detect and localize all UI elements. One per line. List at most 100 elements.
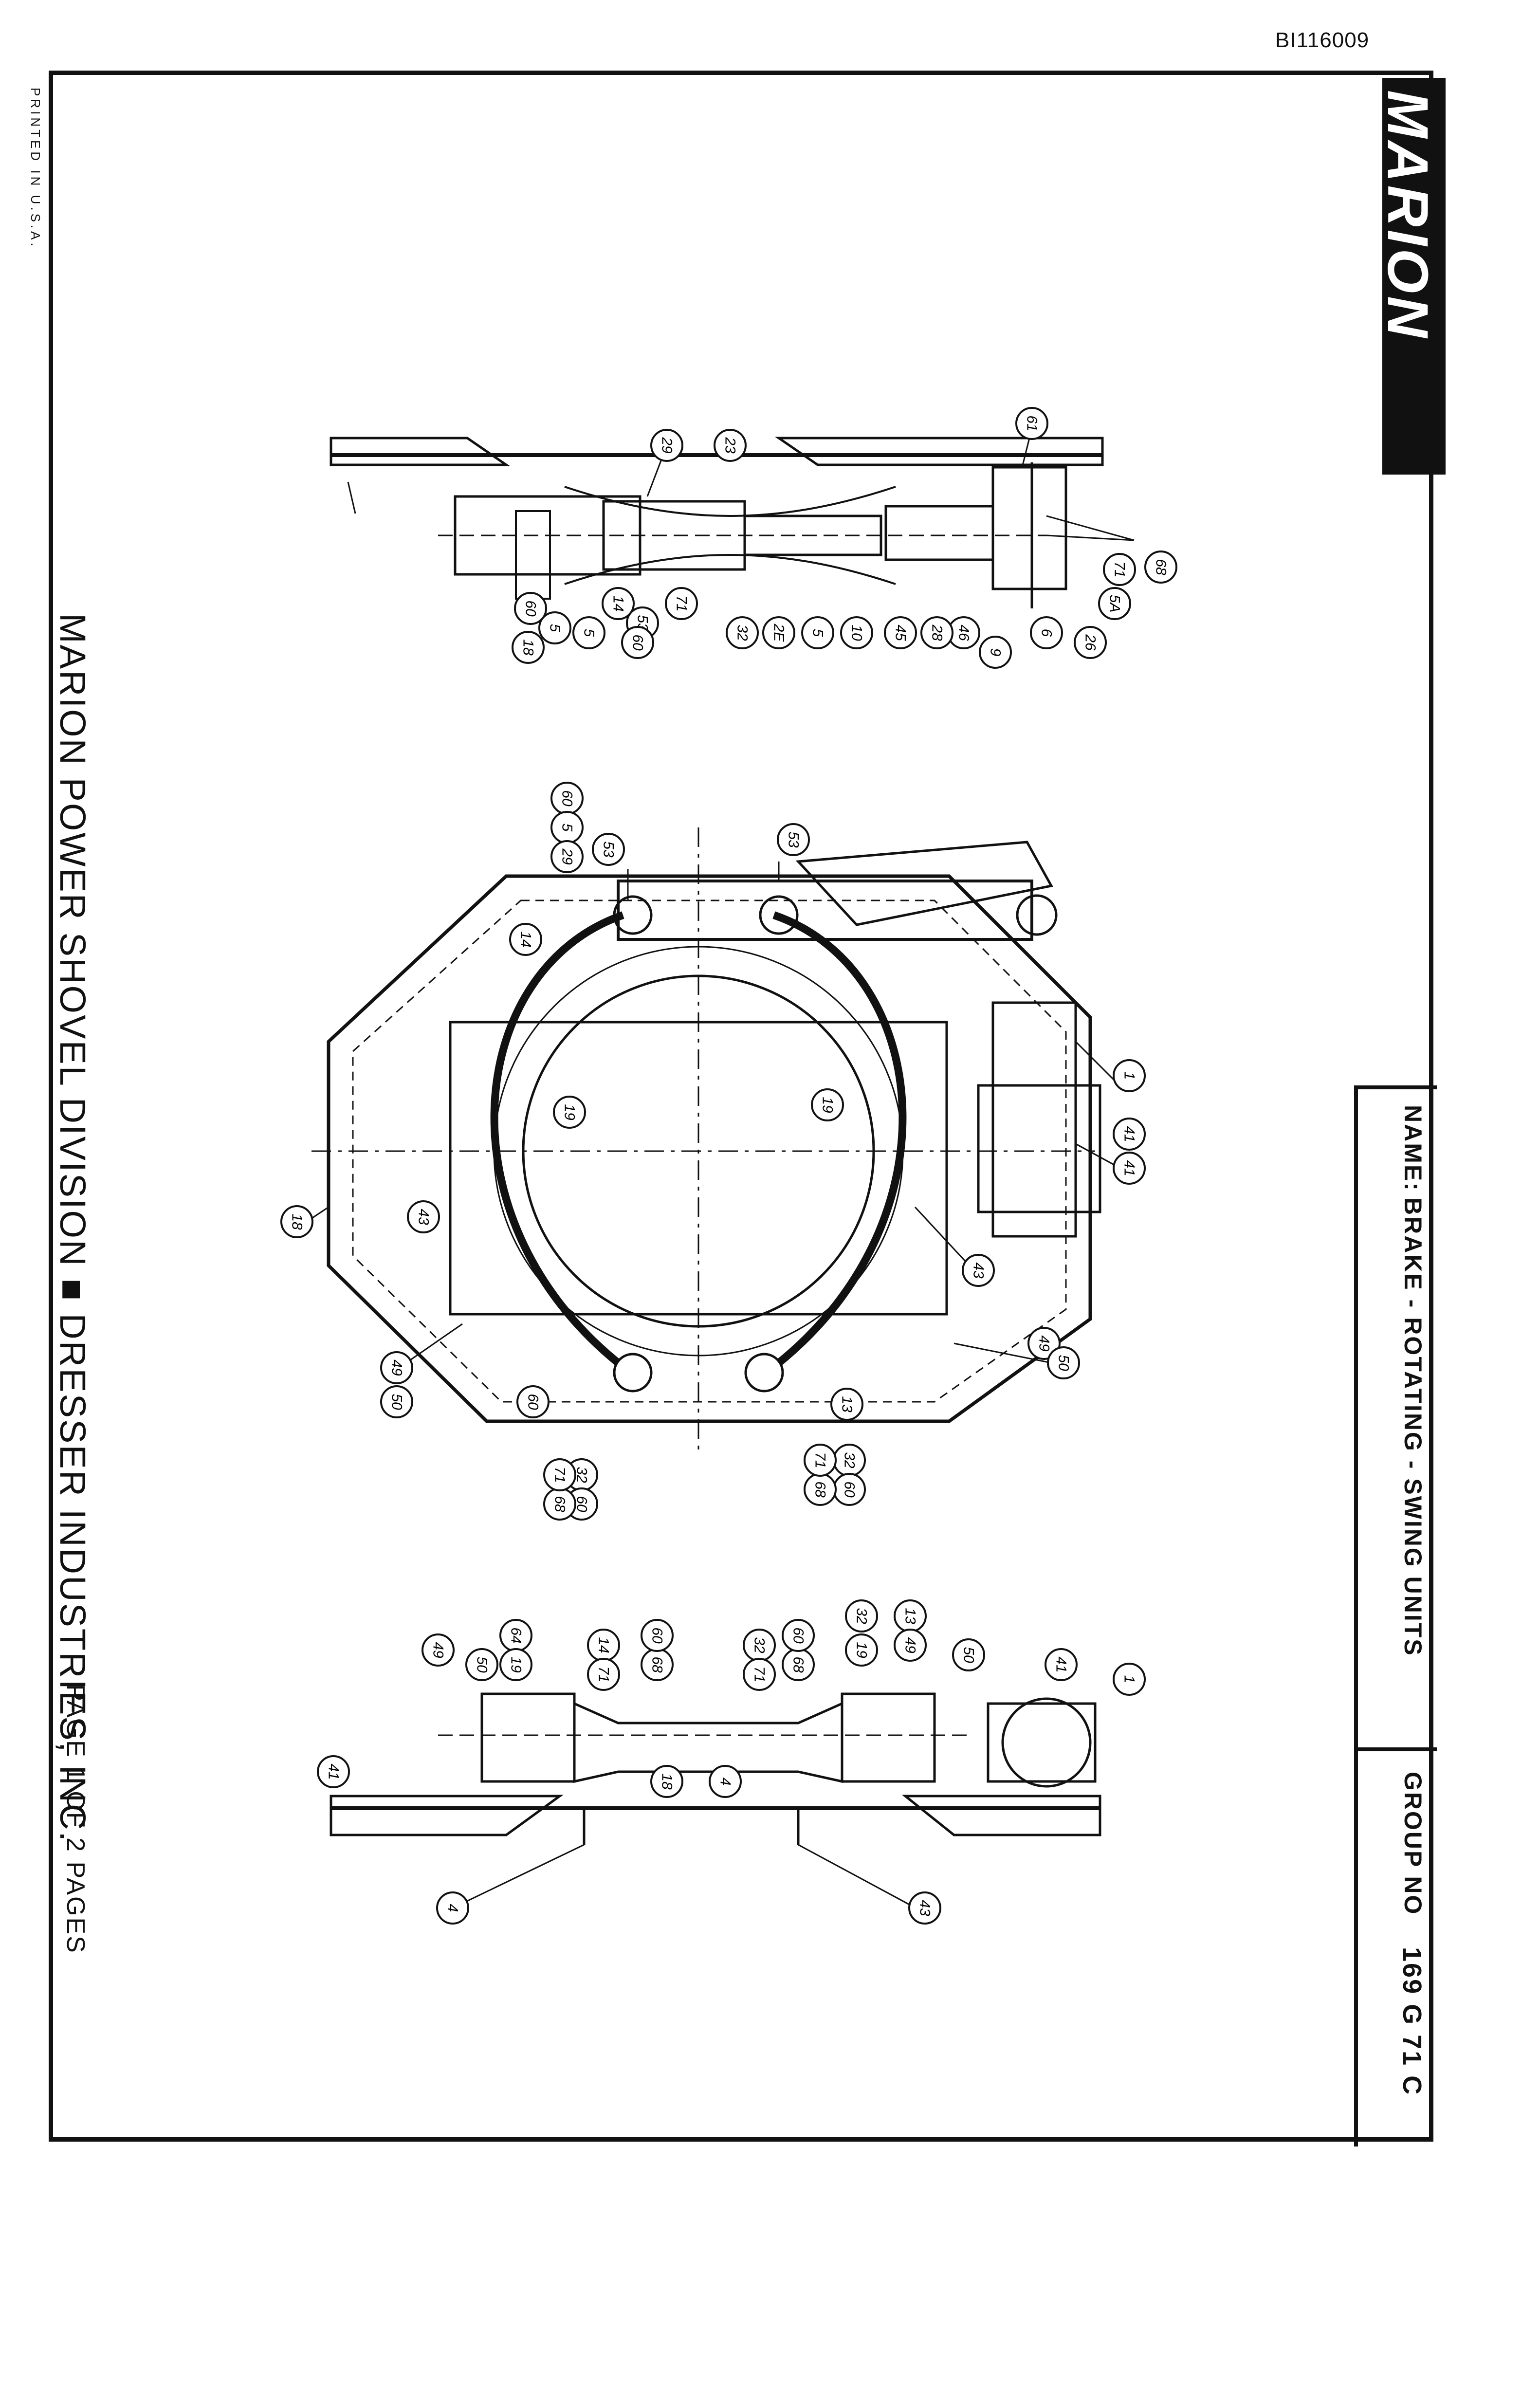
callout-balloon: 5 bbox=[538, 611, 571, 644]
callout-number: 71 bbox=[752, 1666, 768, 1682]
callout-balloon: 14 bbox=[602, 587, 635, 620]
callout-balloon: 68 bbox=[641, 1648, 674, 1681]
callout-number: 1 bbox=[1121, 1675, 1137, 1684]
callout-number: 14 bbox=[596, 1637, 612, 1653]
callout-balloon: 29 bbox=[650, 429, 683, 462]
callout-number: 43 bbox=[917, 1900, 933, 1916]
callout-balloon: 53 bbox=[592, 833, 625, 866]
callout-number: 5 bbox=[547, 624, 563, 632]
callout-balloon: 26 bbox=[1074, 626, 1107, 659]
callout-number: 71 bbox=[812, 1452, 828, 1468]
callout-number: 68 bbox=[552, 1496, 568, 1512]
callout-balloon: 50 bbox=[380, 1385, 413, 1418]
callout-balloon: 68 bbox=[543, 1487, 576, 1521]
callout-number: 13 bbox=[839, 1396, 855, 1413]
callout-balloon: 4 bbox=[709, 1765, 742, 1798]
callout-number: 14 bbox=[610, 595, 626, 611]
callout-balloon: 18 bbox=[512, 631, 545, 664]
callout-number: 4 bbox=[445, 1904, 461, 1912]
callout-balloon: 19 bbox=[845, 1633, 878, 1667]
callout-balloon: 5 bbox=[572, 616, 605, 649]
callout-balloon: 68 bbox=[1144, 550, 1177, 584]
callout-balloon: 71 bbox=[804, 1444, 837, 1477]
callout-number: 19 bbox=[854, 1642, 870, 1658]
callout-number: 28 bbox=[929, 624, 945, 641]
callout-balloon: 28 bbox=[920, 616, 953, 649]
callout-balloon: 43 bbox=[962, 1254, 995, 1287]
callout-number: 43 bbox=[416, 1209, 432, 1225]
callout-number: 53 bbox=[786, 831, 802, 848]
callout-number: 6 bbox=[1039, 629, 1055, 637]
callout-balloon: 61 bbox=[1015, 407, 1048, 440]
callout-number: 19 bbox=[508, 1656, 524, 1673]
callout-balloon: 71 bbox=[665, 587, 698, 620]
callout-number: 23 bbox=[722, 437, 738, 454]
document-id: BI116009 bbox=[1275, 28, 1370, 52]
callout-number: 68 bbox=[812, 1481, 828, 1498]
callout-number: 60 bbox=[790, 1627, 807, 1644]
callout-number: 64 bbox=[508, 1627, 524, 1643]
callout-balloon: 6 bbox=[1030, 616, 1063, 649]
callout-balloon: 41 bbox=[1045, 1648, 1078, 1681]
callout-number: 71 bbox=[1112, 561, 1128, 577]
callout-balloon: 32 bbox=[726, 616, 759, 649]
title-block-divider bbox=[1354, 1747, 1437, 1751]
callout-number: 5A bbox=[1107, 595, 1123, 613]
callout-balloon: 1 bbox=[1113, 1663, 1146, 1696]
callout-balloon: 19 bbox=[553, 1096, 586, 1129]
callout-number: 29 bbox=[659, 437, 675, 454]
callout-number: 26 bbox=[1082, 634, 1099, 651]
callout-balloon: 50 bbox=[1047, 1346, 1080, 1379]
callout-balloon: 60 bbox=[516, 1385, 550, 1418]
callout-number: 41 bbox=[1053, 1656, 1069, 1672]
callout-number: 2E bbox=[771, 624, 787, 642]
callout-balloon: 4 bbox=[436, 1891, 469, 1925]
callout-balloon: 13 bbox=[830, 1388, 863, 1421]
callout-number: 5 bbox=[810, 629, 826, 637]
callout-balloon: 10 bbox=[840, 616, 873, 649]
callout-balloon: 50 bbox=[465, 1648, 498, 1681]
callout-number: 60 bbox=[523, 600, 539, 617]
callout-number: 9 bbox=[988, 648, 1004, 657]
callout-number: 18 bbox=[520, 639, 536, 656]
callout-balloon: 23 bbox=[714, 429, 747, 462]
callout-balloon: 60 bbox=[641, 1619, 674, 1652]
callout-balloon: 14 bbox=[509, 923, 542, 956]
callout-number: 32 bbox=[854, 1608, 870, 1624]
callout-balloon: 18 bbox=[650, 1765, 683, 1798]
callout-balloon: 71 bbox=[1103, 553, 1136, 586]
callout-number: 10 bbox=[849, 624, 865, 641]
callout-number: 43 bbox=[971, 1262, 987, 1279]
callout-balloon: 19 bbox=[499, 1648, 532, 1681]
callout-number: 60 bbox=[649, 1627, 665, 1644]
callout-balloon: 60 bbox=[514, 592, 547, 625]
callout-number: 50 bbox=[1056, 1355, 1072, 1371]
callout-number: 46 bbox=[956, 624, 972, 641]
sheet-border bbox=[49, 71, 1433, 2142]
callout-balloon: 49 bbox=[380, 1351, 413, 1384]
marion-logo bbox=[1382, 78, 1446, 475]
callout-number: 50 bbox=[389, 1394, 405, 1410]
callout-balloon: 18 bbox=[280, 1205, 313, 1238]
callout-number: 29 bbox=[559, 848, 575, 865]
callout-balloon: 5 bbox=[550, 811, 584, 844]
callout-number: 14 bbox=[518, 931, 534, 947]
callout-number: 60 bbox=[842, 1481, 858, 1498]
callout-balloon: 9 bbox=[979, 636, 1012, 669]
callout-balloon: 1 bbox=[1113, 1059, 1146, 1092]
callout-balloon: 45 bbox=[884, 616, 917, 649]
callout-balloon: 14 bbox=[587, 1629, 620, 1662]
callout-number: 49 bbox=[430, 1642, 446, 1658]
callout-balloon: 53 bbox=[777, 823, 810, 856]
callout-number: 5 bbox=[559, 824, 575, 832]
callout-balloon: 60 bbox=[782, 1619, 815, 1652]
callout-number: 60 bbox=[630, 634, 646, 651]
callout-balloon: 32 bbox=[743, 1629, 776, 1662]
callout-number: 32 bbox=[574, 1467, 590, 1483]
callout-balloon: 43 bbox=[407, 1200, 440, 1233]
callout-balloon: 41 bbox=[1113, 1152, 1146, 1185]
callout-number: 41 bbox=[326, 1763, 342, 1780]
callout-balloon: 41 bbox=[1113, 1118, 1146, 1151]
callout-balloon: 50 bbox=[952, 1638, 985, 1671]
